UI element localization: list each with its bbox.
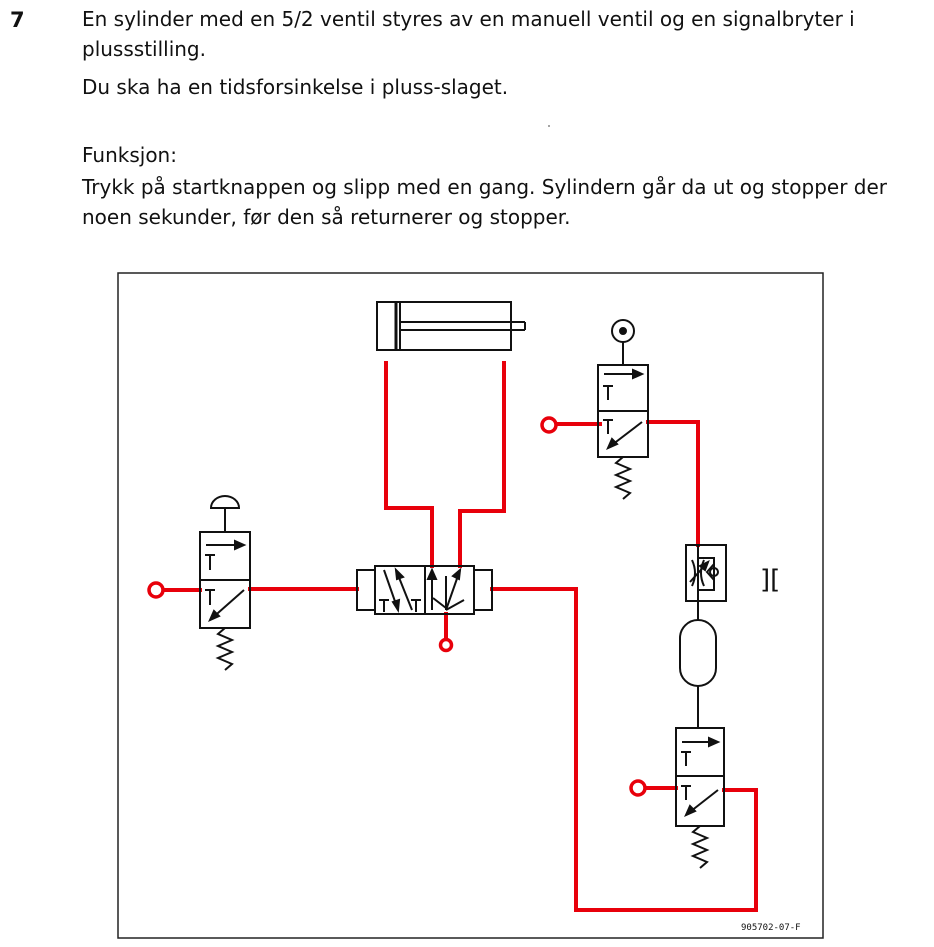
task-line-2: plussstilling. xyxy=(82,37,206,61)
task-line-1: En sylinder med en 5/2 ventil styres av … xyxy=(82,7,855,31)
function-line-2: noen sekunder, før den så returnerer og … xyxy=(82,205,571,229)
task-line-3: Du ska ha en tidsforsinkelse i pluss-sla… xyxy=(82,75,509,99)
limit-roller-valve xyxy=(597,319,649,500)
cylinder-plus-line xyxy=(384,361,434,568)
supply-port-main xyxy=(438,637,454,653)
question-number: 7 xyxy=(10,8,25,32)
start-push-button-valve xyxy=(199,495,251,671)
drawing-code: 905702-07-F xyxy=(741,923,801,933)
function-line-1: Trykk på startknappen og slipp med en ga… xyxy=(82,175,887,199)
double-acting-cylinder xyxy=(376,301,526,351)
return-signal-line xyxy=(490,587,758,912)
timer-pilot-valve xyxy=(675,727,725,869)
main-5-2-valve xyxy=(356,565,493,615)
limit-signal-line xyxy=(646,420,700,547)
supply-ports xyxy=(147,416,647,797)
supply-port-timer xyxy=(629,779,647,797)
supply-port-start xyxy=(147,581,165,599)
cylinder-minus-line xyxy=(458,361,506,568)
air-reservoir xyxy=(679,619,717,728)
supply-port-limit xyxy=(540,416,558,434)
timer-symbol: ][ xyxy=(760,565,780,595)
throttle-check-valve xyxy=(685,544,727,620)
function-heading: Funksjon: xyxy=(82,143,177,167)
air-lines xyxy=(162,361,758,912)
diagram-frame xyxy=(117,272,824,939)
scan-speck xyxy=(548,125,550,127)
